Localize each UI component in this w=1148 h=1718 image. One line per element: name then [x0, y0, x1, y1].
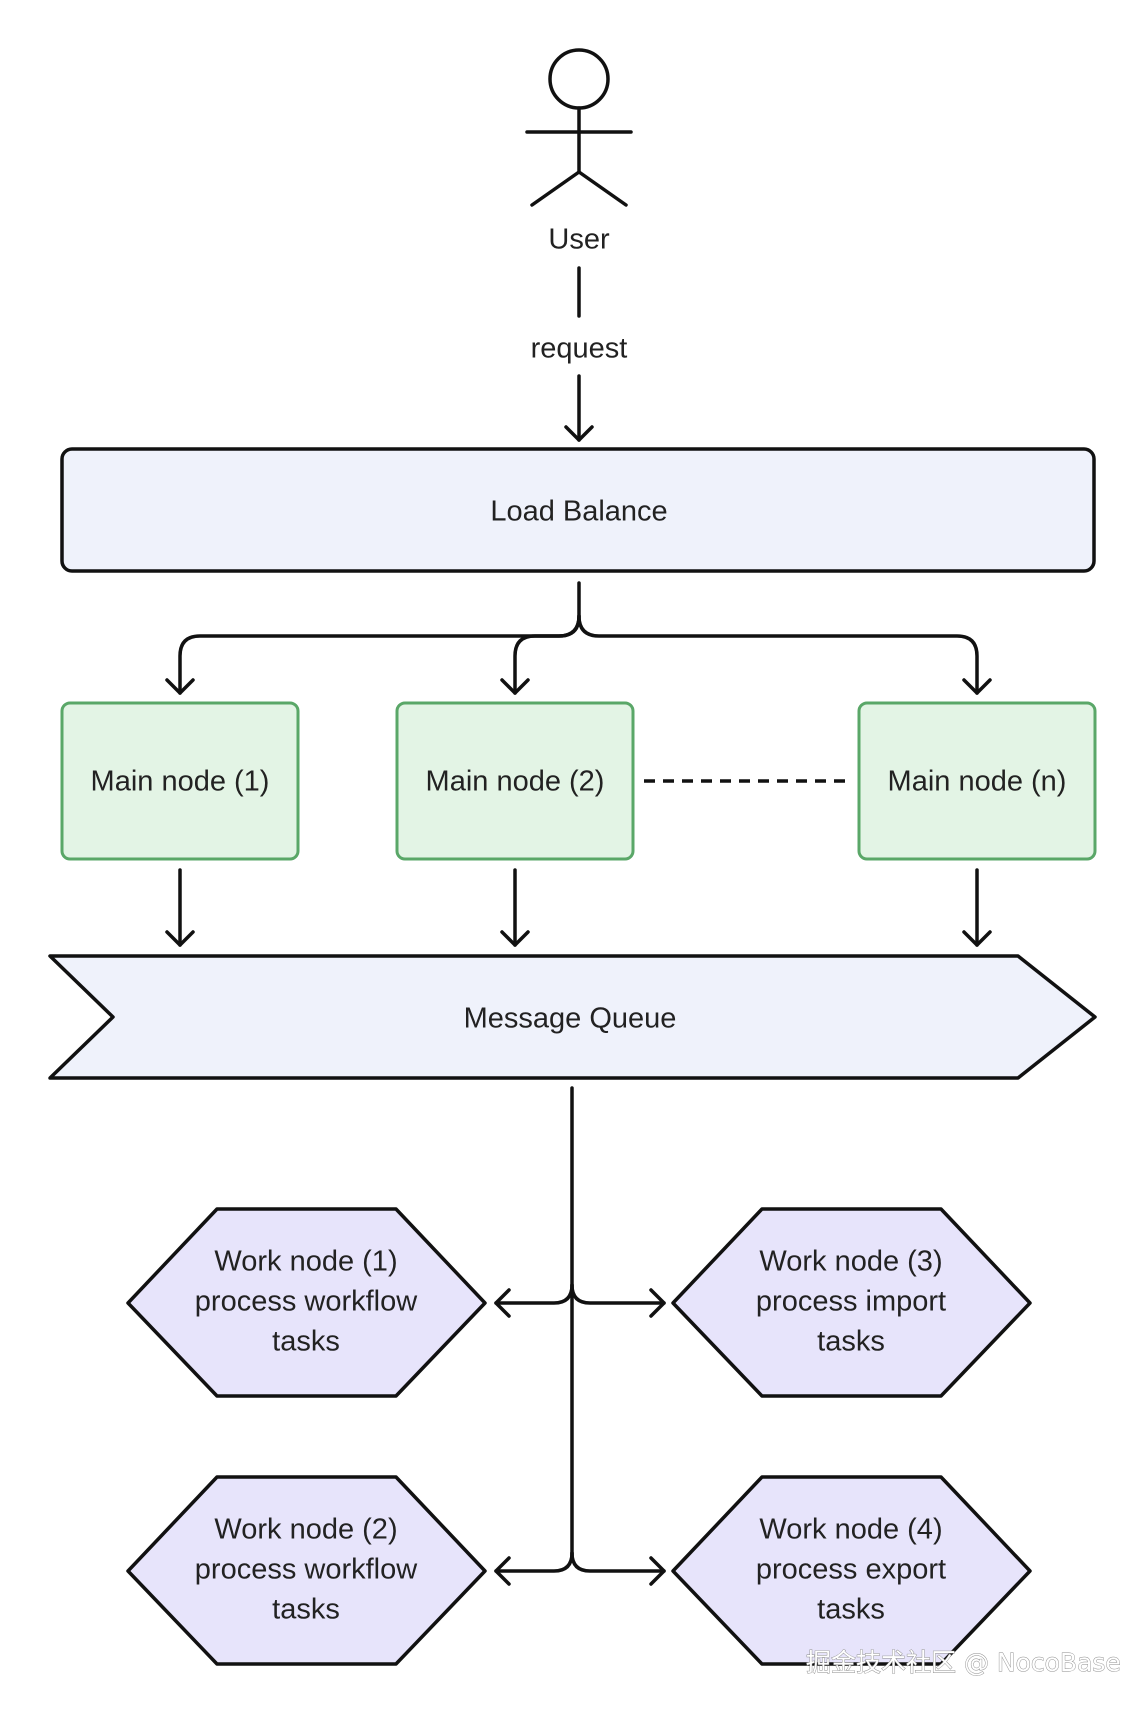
main-node-n: Main node (n): [857, 701, 1097, 861]
work-node-1-line-3: tasks: [272, 1326, 340, 1358]
lb-to-main-edges: [165, 581, 992, 695]
work-node-1-line-2: process workflow: [195, 1286, 418, 1318]
work-node-3-line-2: process import: [756, 1286, 946, 1318]
work-node-4: Work node (4) process export tasks: [671, 1475, 1032, 1666]
message-queue-node: Message Queue: [48, 954, 1097, 1080]
work-node-1: Work node (1) process workflow tasks: [126, 1207, 487, 1398]
message-queue-label: Message Queue: [464, 1003, 677, 1035]
request-label: request: [531, 333, 628, 365]
work-node-1-line-1: Work node (1): [214, 1246, 397, 1278]
main-node-n-label: Main node (n): [888, 766, 1067, 798]
queue-to-work-edges: [494, 1086, 666, 1586]
work-node-2: Work node (2) process workflow tasks: [126, 1475, 487, 1666]
stick-figure-icon: [525, 48, 633, 207]
main-node-2-label: Main node (2): [426, 766, 605, 798]
load-balance-node: Load Balance: [60, 447, 1096, 573]
work-node-2-line-2: process workflow: [195, 1554, 418, 1586]
request-edge: request: [531, 266, 628, 442]
work-node-2-line-1: Work node (2): [214, 1514, 397, 1546]
user-actor: User: [525, 48, 633, 256]
work-node-3-line-1: Work node (3): [759, 1246, 942, 1278]
main-to-queue-edges: [165, 868, 992, 947]
work-node-3: Work node (3) process import tasks: [671, 1207, 1032, 1398]
work-node-4-line-2: process export: [756, 1554, 946, 1586]
user-label: User: [548, 224, 610, 256]
main-node-1-label: Main node (1): [91, 766, 270, 798]
load-balance-label: Load Balance: [490, 496, 667, 528]
work-node-4-line-1: Work node (4): [759, 1514, 942, 1546]
work-node-4-line-3: tasks: [817, 1594, 885, 1626]
main-node-1: Main node (1): [60, 701, 300, 861]
watermark-text: 掘金技术社区 @ NocoBase: [806, 1648, 1121, 1677]
main-node-2: Main node (2): [395, 701, 635, 861]
work-node-2-line-3: tasks: [272, 1594, 340, 1626]
work-node-3-line-3: tasks: [817, 1326, 885, 1358]
